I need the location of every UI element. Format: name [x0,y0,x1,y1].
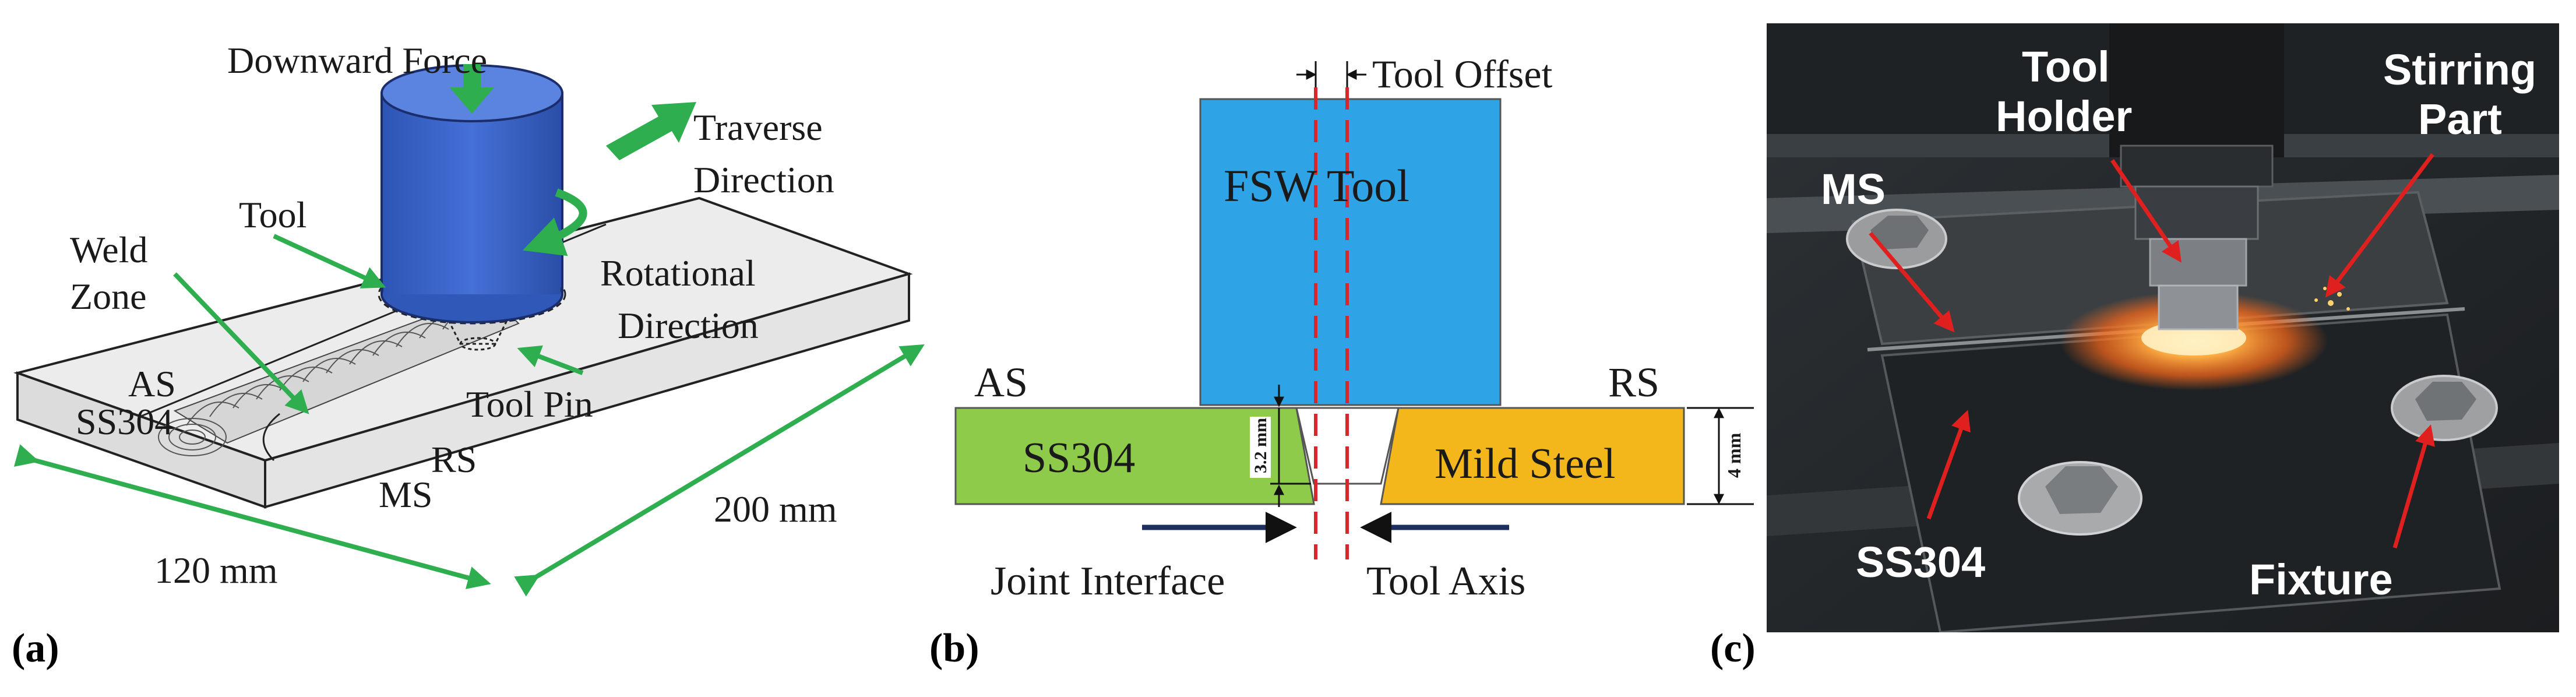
length-dim-arrow [514,344,925,597]
panel-b: 3.2 mm 4 mm Tool Offset FSW Tool AS RS S… [929,52,1754,671]
mild-steel-plate [1380,407,1685,505]
tool-offset-dimension [1296,61,1366,87]
ss304-label-photo: SS304 [1856,538,1985,586]
joint-interface-label: Joint Interface [991,559,1225,604]
traverse-direction-arrow [606,102,696,160]
bolt-ss304 [2018,461,2142,536]
panel-a-caption: (a) [12,626,59,671]
ss304-label: SS304 [76,401,173,442]
zone-label: Zone [70,276,147,317]
panel-c: Tool Holder Stirring Part MS SS304 Fixtu… [1710,23,2559,671]
ss304-plate-label: SS304 [1023,434,1135,482]
panel-b-caption: (b) [929,626,979,671]
dim-3-2-label: 3.2 mm [1251,418,1270,473]
traverse-label: Traverse [693,107,823,148]
ss304-plate [954,407,1315,505]
dim-4-label: 4 mm [1724,432,1745,478]
fsw-tool-label: FSW Tool [1224,160,1409,211]
panel-c-caption: (c) [1710,626,1756,671]
stirring-label-1: Stirring [2383,45,2536,94]
downward-force-arrow [450,64,494,114]
downward-force-label: Downward Force [227,40,487,81]
as-label-b: AS [974,359,1028,406]
mild-steel-label: Mild Steel [1435,440,1615,488]
fixture-pointer [2392,424,2435,548]
tool-holder-label-2: Holder [1996,92,2132,140]
pin-depth-dimension [1270,385,1311,507]
photo: Tool Holder Stirring Part MS SS304 Fixtu… [1767,23,2559,632]
ss304-pointer [1926,410,1971,520]
panel-a: Downward Force Traverse Direction Tool W… [12,40,925,671]
ms-pointer [1869,231,1955,333]
bolt-fixture [2391,375,2498,441]
tool-holder-photo [2109,23,2284,330]
fsw-tool-body [1199,98,1502,406]
traverse-direction-label: Direction [693,159,834,200]
tool-holder-pointer [2110,159,2182,263]
stirring-label-2: Part [2418,95,2502,143]
fixture-label-photo: Fixture [2249,555,2393,604]
bolt-ms [1846,209,1947,269]
tool-pointer [273,234,386,288]
ms-label: MS [379,474,433,515]
tool-label: Tool [239,194,306,235]
tool-holder-label-1: Tool [2022,43,2110,91]
weld-zone-pointer [173,272,309,414]
tool-offset-label: Tool Offset [1372,52,1552,96]
tool-pin-label: Tool Pin [466,383,593,425]
rotational-direction-label: Direction [618,305,759,346]
length-dim-label: 200 mm [714,488,837,530]
tool-axis-label: Tool Axis [1366,559,1525,604]
rotation-arrow [522,188,587,256]
rs-label-b: RS [1608,359,1659,406]
rs-label: RS [431,439,477,480]
stirring-part-pointer [2325,153,2434,298]
as-label: AS [128,363,176,404]
pin-cavity [1295,407,1400,485]
weld-label: Weld [70,229,147,270]
width-dim-arrow [13,444,491,589]
rotational-label: Rotational [600,252,756,294]
width-dim-label: 120 mm [154,550,278,591]
ms-label-photo: MS [1821,165,1886,213]
thickness-dimension [1687,407,1754,505]
